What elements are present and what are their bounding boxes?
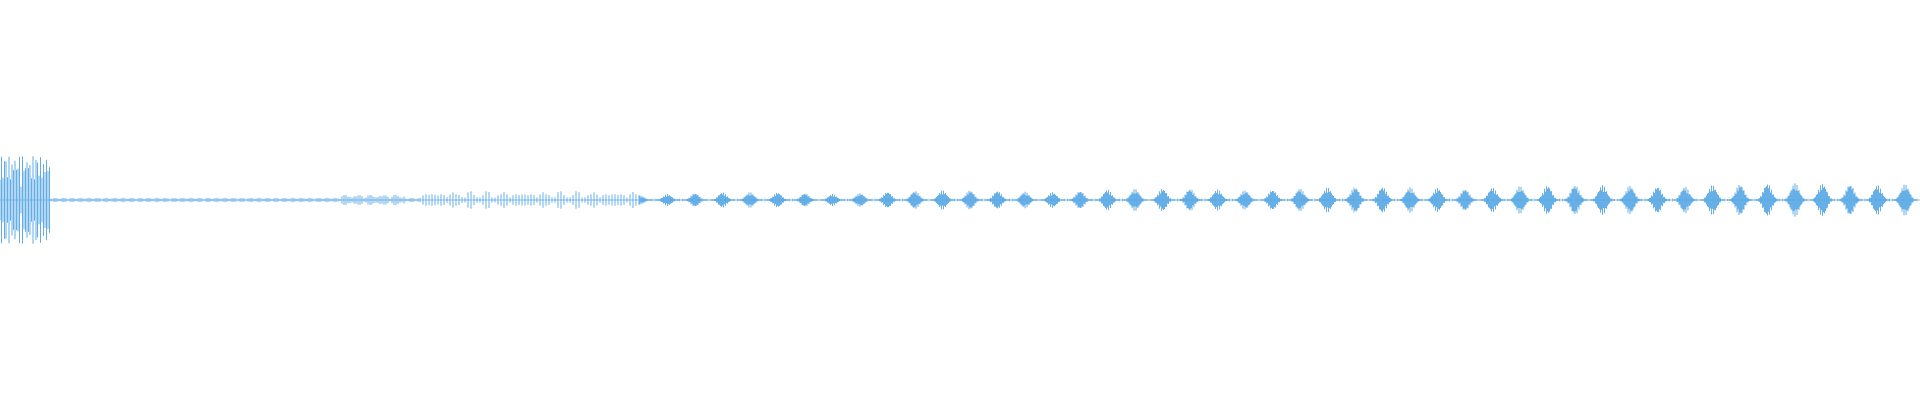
waveform-shape bbox=[0, 156, 1918, 244]
